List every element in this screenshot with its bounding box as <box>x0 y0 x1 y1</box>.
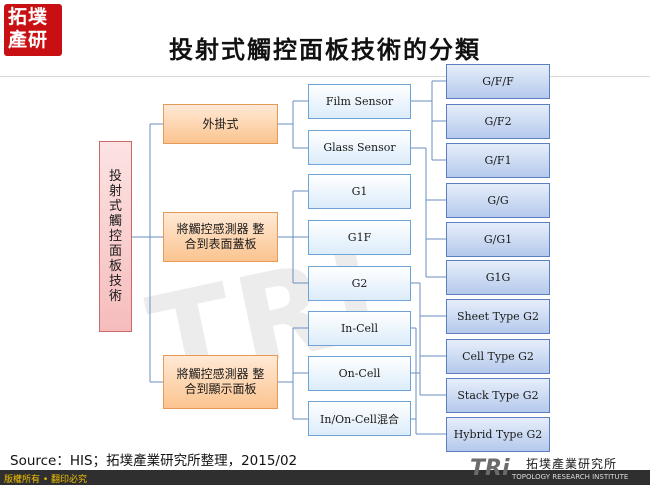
category-display: 將觸控感測器 整合到顯示面板 <box>163 355 278 409</box>
category-cover-label: 將觸控感測器 整合到表面蓋板 <box>176 222 265 251</box>
leaf-gg-label: G/G <box>487 194 509 207</box>
leaf-g1g-label: G1G <box>485 271 511 284</box>
leaf-cell-type-g2: Cell Type G2 <box>446 339 550 374</box>
leaf-gf2: G/F2 <box>446 104 550 139</box>
category-external-label: 外掛式 <box>202 116 239 131</box>
tri-brand-subtitle: TOPOLOGY RESEARCH INSTITUTE <box>512 473 629 481</box>
tri-logo: TRi <box>470 456 510 481</box>
node-on-cell-label: On-Cell <box>338 367 381 380</box>
leaf-sheet-type-g2: Sheet Type G2 <box>446 299 550 334</box>
connector-cover-g <box>278 190 308 284</box>
leaf-gg1-label: G/G1 <box>483 233 513 246</box>
node-in-on-cell-hybrid: In/On-Cell混合 <box>308 401 411 436</box>
leaf-hybrid-type-g2-label: Hybrid Type G2 <box>453 428 543 441</box>
node-in-on-cell-hybrid-label: In/On-Cell混合 <box>320 412 399 426</box>
root-node-label: 投射式觸控面板技術 <box>108 169 122 304</box>
node-g1: G1 <box>308 174 411 209</box>
logo-text: 拓墣產研 <box>8 6 49 51</box>
page-title: 投射式觸控面板技術的分類 <box>169 35 481 64</box>
node-in-cell: In-Cell <box>308 311 411 346</box>
leaf-gg1: G/G1 <box>446 222 550 257</box>
connector-root-categories <box>132 123 163 383</box>
node-glass-sensor: Glass Sensor <box>308 130 411 165</box>
logo-badge <box>4 4 62 56</box>
connector-glass-leaves <box>411 147 446 278</box>
leaf-gg: G/G <box>446 183 550 218</box>
node-g1f: G1F <box>308 220 411 255</box>
root-node: 投射式觸控面板技術 <box>99 141 132 332</box>
leaf-sheet-type-g2-label: Sheet Type G2 <box>457 310 539 323</box>
tri-brand-name: 拓墣產業研究所 <box>526 457 618 471</box>
leaf-hybrid-type-g2: Hybrid Type G2 <box>446 417 550 452</box>
connector-ext-sensors <box>278 100 308 149</box>
footer-bar <box>0 470 650 485</box>
title-divider <box>0 76 650 77</box>
node-in-cell-label: In-Cell <box>340 322 379 335</box>
node-on-cell: On-Cell <box>308 356 411 391</box>
connector-incell-hybrid <box>411 327 446 435</box>
node-g1f-label: G1F <box>347 231 372 244</box>
leaf-gf1-label: G/F1 <box>484 154 512 167</box>
leaf-stack-type-g2: Stack Type G2 <box>446 378 550 413</box>
node-g2: G2 <box>308 266 411 301</box>
node-glass-sensor-label: Glass Sensor <box>323 141 396 154</box>
leaf-stack-type-g2-label: Stack Type G2 <box>457 389 539 402</box>
node-film-sensor: Film Sensor <box>308 84 411 119</box>
node-film-sensor-label: Film Sensor <box>325 95 394 108</box>
copyright-text: 版權所有 • 翻印必究 <box>4 475 88 485</box>
category-display-label: 將觸控感測器 整合到顯示面板 <box>176 367 265 396</box>
connector-film-leaves <box>411 80 446 161</box>
connector-g2-types <box>411 282 446 396</box>
node-g2-label: G2 <box>351 277 368 290</box>
leaf-gff: G/F/F <box>446 64 550 99</box>
leaf-cell-type-g2-label: Cell Type G2 <box>462 350 534 363</box>
category-cover: 將觸控感測器 整合到表面蓋板 <box>163 212 278 262</box>
category-external: 外掛式 <box>163 104 278 144</box>
leaf-gf1: G/F1 <box>446 143 550 178</box>
node-g1-label: G1 <box>351 185 368 198</box>
connector-display-cells <box>278 327 308 420</box>
leaf-g1g: G1G <box>446 260 550 295</box>
leaf-gf2-label: G/F2 <box>484 115 512 128</box>
source-note: Source：HIS；拓墣產業研究所整理，2015/02 <box>10 453 298 469</box>
leaf-gff-label: G/F/F <box>482 75 514 88</box>
